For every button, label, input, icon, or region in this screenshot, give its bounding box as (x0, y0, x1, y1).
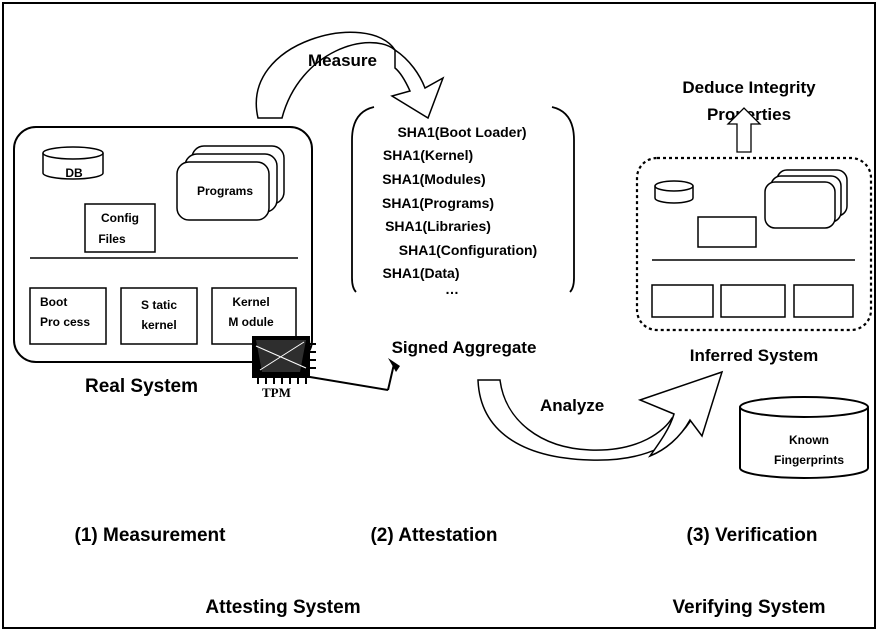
db-label: DB (65, 166, 83, 180)
real-system-caption: Real System (85, 376, 198, 397)
analyze-arrow (477, 370, 724, 461)
aggregate-item: SHA1(Programs) (382, 195, 494, 211)
known-fingerprints-line1: Known (789, 433, 829, 447)
config-label-line1: Config (101, 211, 139, 225)
aggregate-item: SHA1(Libraries) (385, 218, 491, 234)
deduce-label-line1: Deduce Integrity (682, 78, 816, 97)
inferred-slot-box (720, 284, 786, 318)
aggregate-item: SHA1(Boot Loader) (397, 124, 526, 140)
tpm-label: TPM (262, 385, 291, 400)
kernel-label-line1: Kernel (232, 295, 269, 309)
aggregate-item: SHA1(Data) (382, 265, 459, 281)
inferred-programs-stack (764, 169, 848, 229)
config-label-line2: Files (98, 232, 126, 246)
db-cylinder-icon (42, 146, 104, 180)
verifying-system-label: Verifying System (672, 597, 825, 618)
phase-label: (3) Verification (687, 525, 818, 546)
aggregate-item: … (445, 281, 459, 297)
static-label-line1: S tatic (141, 298, 177, 312)
deduce-up-arrow (726, 107, 762, 153)
aggregate-item: SHA1(Configuration) (399, 242, 537, 258)
programs-label: Programs (197, 184, 253, 198)
kernel-module-box (211, 287, 297, 345)
analyze-label: Analyze (540, 396, 604, 415)
tpm-chip-icon (252, 336, 316, 384)
aggregate-caption: Signed Aggregate (392, 338, 537, 357)
tpm-to-aggregate-arrow (303, 358, 400, 391)
boot-label-line2: Pro cess (40, 315, 90, 329)
aggregate-braces (351, 106, 575, 293)
static-kernel-box (120, 287, 198, 345)
phase-label: (2) Attestation (370, 525, 497, 546)
static-label-line2: kernel (141, 318, 176, 332)
config-files-box (84, 203, 156, 253)
aggregate-item: SHA1(Modules) (382, 171, 485, 187)
attesting-system-label: Attesting System (205, 597, 360, 618)
inferred-system-caption: Inferred System (690, 346, 819, 365)
aggregate-item: SHA1(Kernel) (383, 147, 473, 163)
inferred-config-box (697, 216, 757, 248)
known-fingerprints-line2: Fingerprints (774, 453, 844, 467)
phase-label: (1) Measurement (75, 525, 227, 546)
kernel-label-line2: M odule (228, 315, 274, 329)
known-fingerprints-cylinder-icon (739, 396, 869, 479)
measure-label: Measure (308, 51, 377, 70)
inferred-slot-box (651, 284, 714, 318)
measure-arrow (255, 31, 445, 120)
inferred-db-icon (654, 180, 694, 204)
boot-label-line1: Boot (40, 295, 67, 309)
programs-stack (176, 145, 285, 221)
boot-process-box (29, 287, 107, 345)
inferred-slot-box (793, 284, 854, 318)
